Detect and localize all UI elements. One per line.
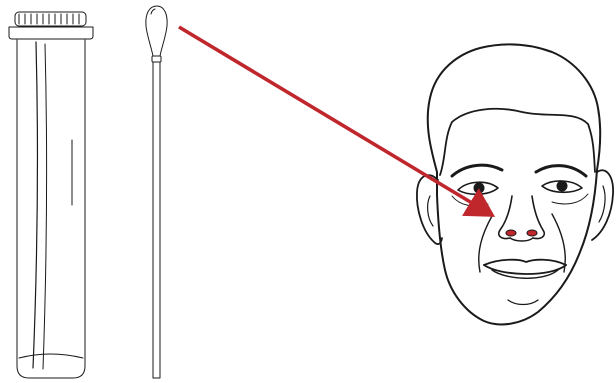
upper-lip xyxy=(484,260,566,265)
nose-base xyxy=(510,238,533,241)
tube-bottom-rim xyxy=(19,354,83,358)
swab-icon xyxy=(146,6,167,378)
chin-line xyxy=(508,300,538,305)
test-tube-icon xyxy=(9,12,93,378)
tube-body xyxy=(17,40,85,378)
left-ear-inner xyxy=(428,196,433,226)
swab-tip-highlight xyxy=(151,9,155,14)
insertion-arrow xyxy=(179,27,492,215)
hairline xyxy=(440,109,595,175)
swab-stick xyxy=(153,62,160,378)
right-ear-inner xyxy=(599,186,605,222)
head-outline xyxy=(428,45,601,325)
tube-cap-top xyxy=(15,12,86,26)
tube-cap-ridges xyxy=(19,14,79,24)
right-eyebrow xyxy=(536,166,586,176)
left-pupil xyxy=(474,183,484,193)
right-eye-lower-crease xyxy=(552,194,588,204)
face-icon xyxy=(417,45,613,325)
right-pupil xyxy=(557,181,567,191)
left-eyebrow xyxy=(452,165,502,176)
swab-neck xyxy=(152,56,161,62)
swab-tip xyxy=(146,6,167,56)
tube-reflection-left xyxy=(33,42,37,368)
tube-cap-collar xyxy=(9,27,93,39)
tube-reflection-mid xyxy=(43,44,47,369)
left-nostril xyxy=(506,230,516,236)
right-nostril xyxy=(527,230,537,236)
